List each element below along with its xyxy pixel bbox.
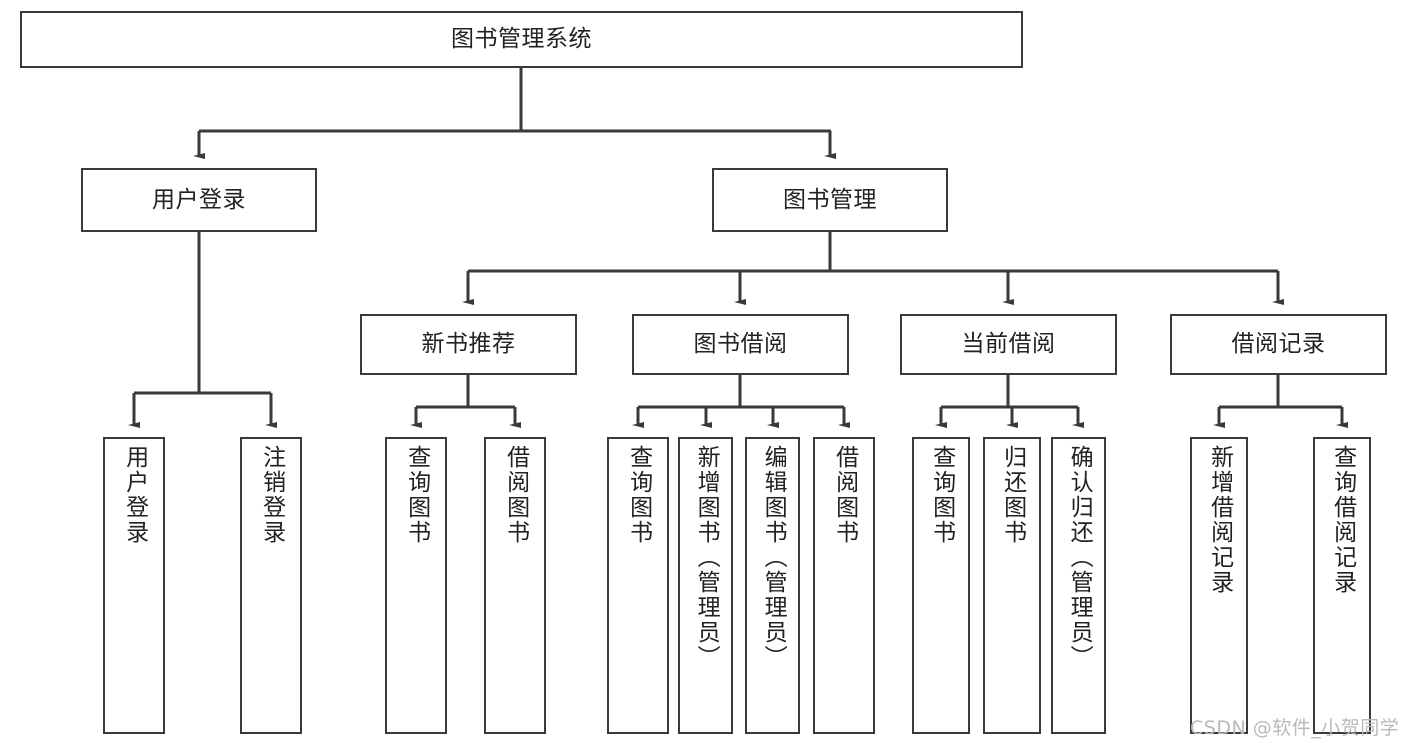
node-label: 借阅图书 [502, 445, 529, 545]
node-label: 新书推荐 [421, 331, 516, 358]
node-label: 查询图书 [625, 445, 652, 545]
node-label: 图书借阅 [693, 331, 788, 358]
node-leaf[interactable]: 查询图书 [607, 437, 669, 734]
node-leaf[interactable]: 用户登录 [103, 437, 165, 734]
node-level3-new-book-recommend[interactable]: 新书推荐 [360, 314, 577, 375]
node-label: 编辑图书（管理员） [760, 445, 787, 670]
node-level3-current-borrow[interactable]: 当前借阅 [900, 314, 1117, 375]
node-label: 新增借阅记录 [1206, 445, 1233, 595]
node-level2-user-login[interactable]: 用户登录 [81, 168, 317, 232]
node-label: 当前借阅 [961, 331, 1056, 358]
node-leaf[interactable]: 注销登录 [240, 437, 302, 734]
node-leaf[interactable]: 借阅图书 [813, 437, 875, 734]
node-label: 图书管理系统 [451, 26, 592, 53]
node-label: 查询图书 [403, 445, 430, 545]
node-label: 用户登录 [152, 186, 246, 213]
node-leaf[interactable]: 借阅图书 [484, 437, 546, 734]
node-label: 借阅记录 [1231, 331, 1326, 358]
node-leaf[interactable]: 查询借阅记录 [1313, 437, 1371, 734]
node-label: 借阅图书 [831, 445, 858, 545]
node-label: 注销登录 [258, 445, 285, 545]
node-label: 图书管理 [783, 186, 877, 213]
node-leaf[interactable]: 新增借阅记录 [1190, 437, 1248, 734]
node-level2-book-management[interactable]: 图书管理 [712, 168, 948, 232]
node-leaf[interactable]: 归还图书 [983, 437, 1041, 734]
node-root[interactable]: 图书管理系统 [20, 11, 1023, 68]
node-leaf[interactable]: 查询图书 [912, 437, 970, 734]
node-label: 查询图书 [928, 445, 955, 545]
node-label: 确认归还（管理员） [1066, 445, 1093, 670]
node-label: 查询借阅记录 [1329, 445, 1356, 595]
csdn-watermark: CSDN @软件_小贺同学 [1190, 717, 1400, 739]
node-leaf[interactable]: 新增图书（管理员） [678, 437, 733, 734]
node-label: 归还图书 [999, 445, 1026, 545]
node-leaf[interactable]: 编辑图书（管理员） [745, 437, 800, 734]
node-label: 用户登录 [121, 445, 148, 545]
node-level3-book-borrow[interactable]: 图书借阅 [632, 314, 849, 375]
node-level3-borrow-records[interactable]: 借阅记录 [1170, 314, 1387, 375]
node-leaf[interactable]: 查询图书 [385, 437, 447, 734]
node-label: 新增图书（管理员） [693, 445, 720, 670]
node-leaf[interactable]: 确认归还（管理员） [1051, 437, 1106, 734]
